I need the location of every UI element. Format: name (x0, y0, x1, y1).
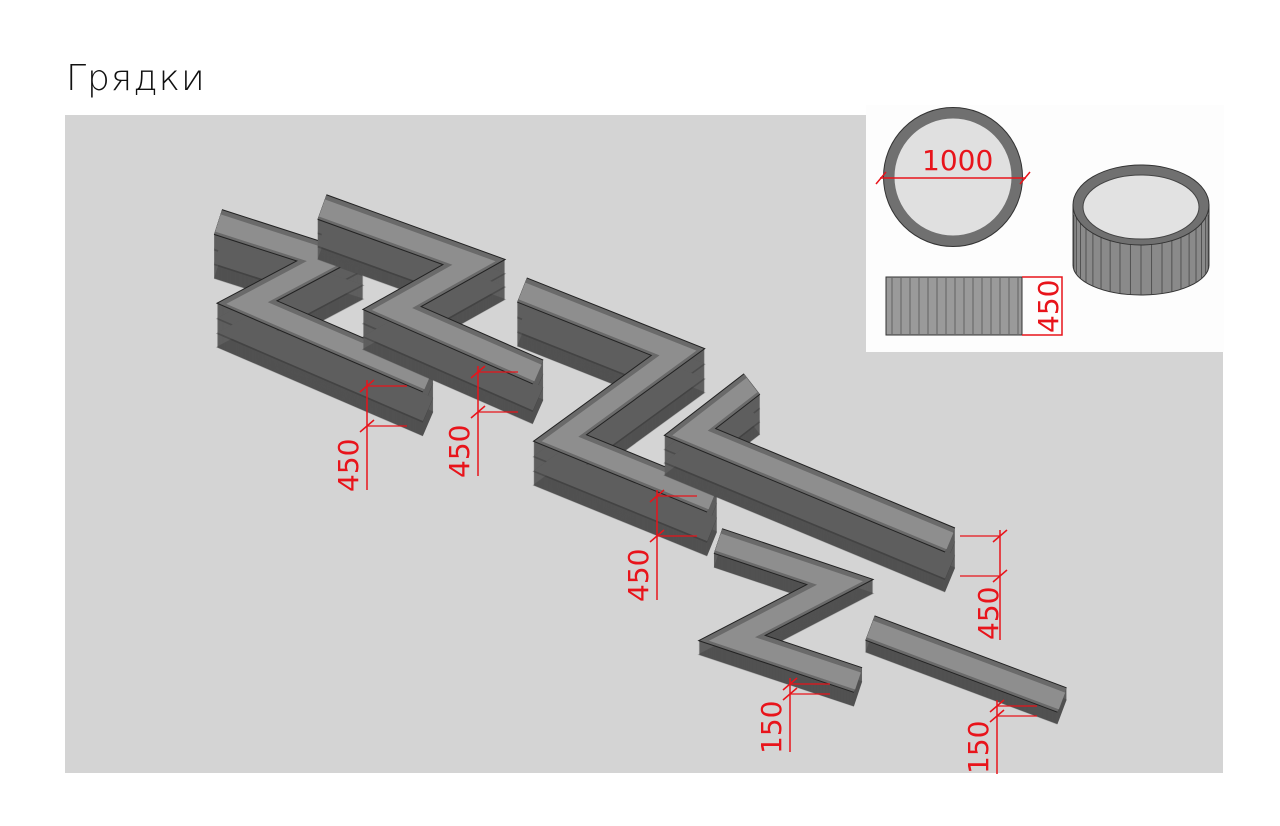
bed-3 (517, 277, 718, 557)
dimension-label: 450 (332, 439, 365, 492)
height-dimension: 150 (755, 677, 830, 754)
bed-1 (213, 209, 434, 437)
height-dimension: 150 (962, 699, 1037, 774)
dimension-label: 450 (972, 587, 1005, 640)
round-bed-plan: 1000 (875, 107, 1031, 247)
dimension-label: 150 (962, 721, 995, 774)
round-bed-3d (1072, 164, 1210, 296)
bed-5 (697, 528, 875, 707)
round-bed-elevation: 450 (885, 276, 1065, 336)
height-dimension: 450 (332, 379, 407, 492)
bed-4 (663, 373, 956, 593)
bed-6 (865, 615, 1067, 725)
dimension-diameter: 1000 (922, 144, 993, 177)
bed-2 (317, 194, 544, 425)
page-title: Грядки (66, 58, 206, 99)
height-dimension: 450 (443, 365, 518, 478)
dimension-round-height: 450 (1032, 280, 1065, 333)
height-dimension: 450 (622, 489, 697, 602)
height-dimension: 450 (960, 529, 1008, 640)
dimension-label: 450 (622, 549, 655, 602)
dimension-label: 450 (443, 425, 476, 478)
dimension-label: 150 (755, 701, 788, 754)
